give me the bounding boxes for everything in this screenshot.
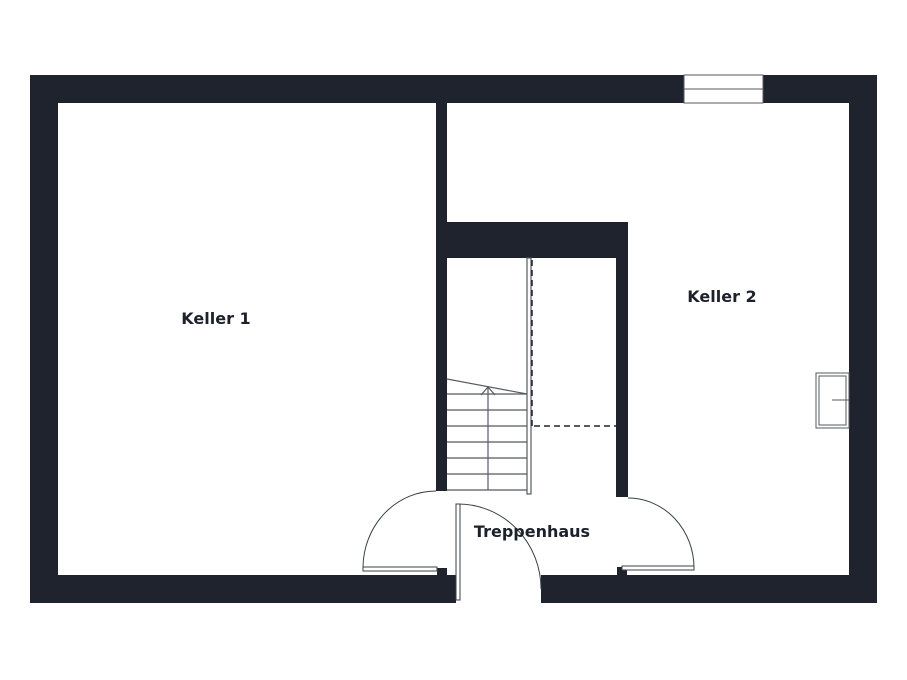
stair-right-wall: [616, 258, 628, 497]
room-label-keller-1: Keller 1: [181, 309, 250, 328]
door-jamb: [617, 567, 627, 576]
top-wall-left: [30, 75, 684, 103]
room-label-keller-2: Keller 2: [687, 287, 756, 306]
right-wall: [849, 75, 877, 603]
bottom-wall-left: [30, 575, 456, 603]
room-label-treppenhaus: Treppenhaus: [474, 522, 590, 541]
outer-walls: [30, 75, 877, 603]
stairs: [446, 257, 532, 495]
left-wall: [30, 75, 58, 603]
dashed-overhead-lines: [531, 260, 616, 427]
door-jamb: [437, 568, 447, 576]
partition-wall-vertical: [436, 103, 447, 491]
door-entrance: [455, 503, 542, 601]
window-right: [815, 372, 850, 429]
interior-walls: [436, 103, 628, 576]
door-keller-1: [362, 490, 438, 572]
stair-top-wall: [447, 222, 628, 258]
window-top: [683, 74, 764, 104]
door-keller-2: [621, 497, 695, 571]
bottom-wall-right: [541, 575, 877, 603]
